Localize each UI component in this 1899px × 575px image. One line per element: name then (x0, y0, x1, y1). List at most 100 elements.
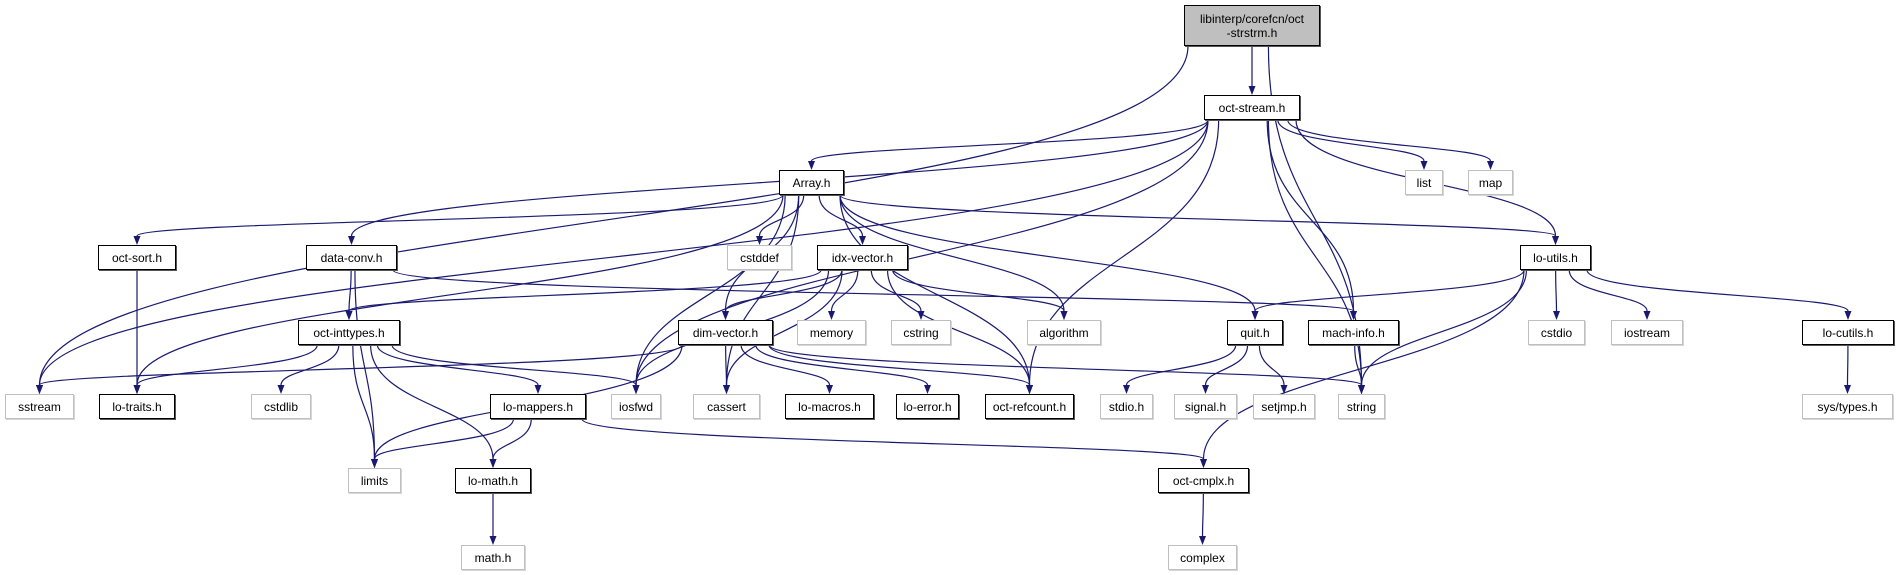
edge-oct-inttypes-to-lo-math (370, 344, 494, 460)
edge-lo-utils-to-iostream (1568, 269, 1648, 312)
arrowhead-lo-utils-to-quit (1251, 311, 1259, 320)
edge-lo-mappers-to-oct-cmplx (581, 418, 1205, 460)
edge-idx-vector-to-cassert (725, 269, 843, 386)
node-algorithm[interactable]: algorithm (1027, 320, 1101, 345)
edge-oct-inttypes-to-iosfwd (391, 344, 637, 386)
node-cassert[interactable]: cassert (693, 394, 760, 419)
node-array[interactable]: Array.h (779, 170, 844, 195)
node-lo-utils[interactable]: lo-utils.h (1520, 245, 1591, 270)
edge-array-to-cassert (725, 194, 800, 386)
node-lo-mappers[interactable]: lo-mappers.h (490, 394, 586, 419)
arrowhead-array-to-idx-vector (859, 236, 866, 245)
node-dim-vector[interactable]: dim-vector.h (678, 320, 773, 345)
edge-oct-inttypes-to-lo-traits (136, 344, 318, 386)
node-lo-error[interactable]: lo-error.h (896, 394, 959, 419)
node-limits[interactable]: limits (348, 468, 401, 493)
arrowhead-lo-cutils-to-sys-types (1844, 385, 1851, 394)
arrowhead-dim-vector-to-lo-error (924, 385, 931, 394)
node-idx-vector[interactable]: idx-vector.h (817, 245, 908, 270)
arrowhead-data-conv-to-mach-info (1350, 311, 1357, 320)
node-cstddef[interactable]: cstddef (727, 245, 792, 270)
arrowhead-oct-inttypes-to-cstdlib (277, 385, 285, 394)
arrowhead-oct-cmplx-to-complex (1199, 536, 1206, 545)
node-data-conv[interactable]: data-conv.h (306, 245, 397, 270)
node-oct-sort[interactable]: oct-sort.h (98, 245, 176, 270)
node-list[interactable]: list (1405, 170, 1443, 195)
edge-array-to-lo-utils (839, 194, 1557, 237)
node-setjmp[interactable]: setjmp.h (1253, 394, 1315, 419)
node-signal[interactable]: signal.h (1174, 394, 1237, 419)
node-oct-inttypes[interactable]: oct-inttypes.h (298, 320, 400, 345)
edge-dim-vector-to-cassert (725, 344, 728, 386)
arrowhead-oct-stream-to-list (1420, 161, 1428, 170)
node-sstream[interactable]: sstream (5, 394, 74, 419)
edge-quit-to-stdio (1125, 344, 1237, 386)
arrowhead-array-to-cstddef (756, 236, 763, 245)
node-iostream[interactable]: iostream (1611, 320, 1683, 345)
node-complex[interactable]: complex (1168, 545, 1237, 570)
arrowhead-lo-utils-to-cstdio (1553, 311, 1560, 320)
arrowhead-lo-mappers-to-lo-math (489, 459, 497, 468)
edge-oct-stream-to-array (810, 119, 1209, 162)
edge-oct-inttypes-to-limits (352, 344, 376, 460)
node-lo-cutils[interactable]: lo-cutils.h (1802, 320, 1894, 345)
arrowhead-quit-to-stdio (1123, 385, 1130, 394)
node-iosfwd[interactable]: iosfwd (611, 394, 661, 419)
edge-oct-cmplx-to-complex (1201, 492, 1204, 537)
edge-lo-mappers-to-lo-math (492, 418, 532, 460)
edge-dim-vector-to-string (768, 344, 1363, 386)
node-oct-stream[interactable]: oct-stream.h (1204, 95, 1300, 120)
arrowhead-idx-vector-to-algorithm (1060, 311, 1068, 320)
edge-data-conv-to-mach-info (392, 269, 1355, 312)
node-lo-traits[interactable]: lo-traits.h (99, 394, 175, 419)
arrowhead-quit-to-setjmp (1280, 385, 1288, 394)
node-sys-types[interactable]: sys/types.h (1802, 394, 1893, 419)
edge-oct-stream-to-string (1267, 119, 1363, 386)
edge-lo-utils-to-cstdio (1555, 269, 1558, 312)
node-mach-info[interactable]: mach-info.h (1308, 320, 1399, 345)
arrowhead-oct-inttypes-to-lo-mappers (534, 385, 542, 394)
arrowhead-oct-stream-to-data-conv (348, 236, 355, 245)
arrowhead-idx-vector-to-oct-inttypes (345, 311, 353, 320)
edge-oct-stream-to-sstream (38, 119, 1209, 386)
node-quit[interactable]: quit.h (1227, 320, 1283, 345)
arrowhead-quit-to-signal (1202, 385, 1209, 394)
edge-root-to-sstream (38, 45, 1189, 386)
node-oct-cmplx[interactable]: oct-cmplx.h (1158, 468, 1249, 493)
arrowhead-dim-vector-to-oct-refcount (1026, 385, 1033, 394)
edge-dim-vector-to-lo-error (755, 344, 929, 386)
edge-array-to-iosfwd (635, 194, 786, 386)
arrowhead-idx-vector-to-memory (828, 311, 835, 320)
edge-array-to-oct-sort (136, 194, 784, 237)
edge-array-to-quit (839, 194, 1256, 312)
edge-lo-utils-to-lo-cutils (1586, 269, 1849, 312)
node-map[interactable]: map (1468, 170, 1513, 195)
node-root[interactable]: libinterp/corefcn/oct -strstrm.h (1184, 5, 1320, 46)
node-memory[interactable]: memory (797, 320, 866, 345)
edge-oct-inttypes-to-lo-mappers (376, 344, 539, 386)
node-lo-math[interactable]: lo-math.h (455, 468, 531, 493)
edge-oct-stream-to-map (1287, 119, 1492, 162)
node-string[interactable]: string (1338, 394, 1385, 419)
edge-quit-to-setjmp (1258, 344, 1285, 386)
edge-oct-stream-to-iosfwd (635, 119, 1209, 386)
node-cstring[interactable]: cstring (891, 320, 951, 345)
node-cstdlib[interactable]: cstdlib (251, 394, 311, 419)
node-cstdio[interactable]: cstdio (1528, 320, 1585, 345)
edge-mach-info-to-string (1354, 344, 1363, 386)
arrowhead-dim-vector-to-sstream (36, 385, 43, 394)
edge-lo-utils-to-quit (1254, 269, 1525, 312)
edge-oct-stream-to-mach-info (1266, 119, 1355, 312)
node-stdio[interactable]: stdio.h (1100, 394, 1153, 419)
node-math[interactable]: math.h (461, 545, 525, 570)
edge-idx-vector-to-oct-inttypes (348, 269, 822, 312)
node-oct-refcount[interactable]: oct-refcount.h (985, 394, 1074, 419)
arrowhead-oct-stream-to-array (808, 161, 815, 170)
node-lo-macros[interactable]: lo-macros.h (785, 394, 874, 419)
arrowhead-idx-vector-to-dim-vector (722, 311, 729, 320)
edge-oct-stream-to-list (1277, 119, 1425, 162)
edge-array-to-algorithm (839, 194, 1065, 312)
edge-array-to-idx-vector (818, 194, 864, 237)
